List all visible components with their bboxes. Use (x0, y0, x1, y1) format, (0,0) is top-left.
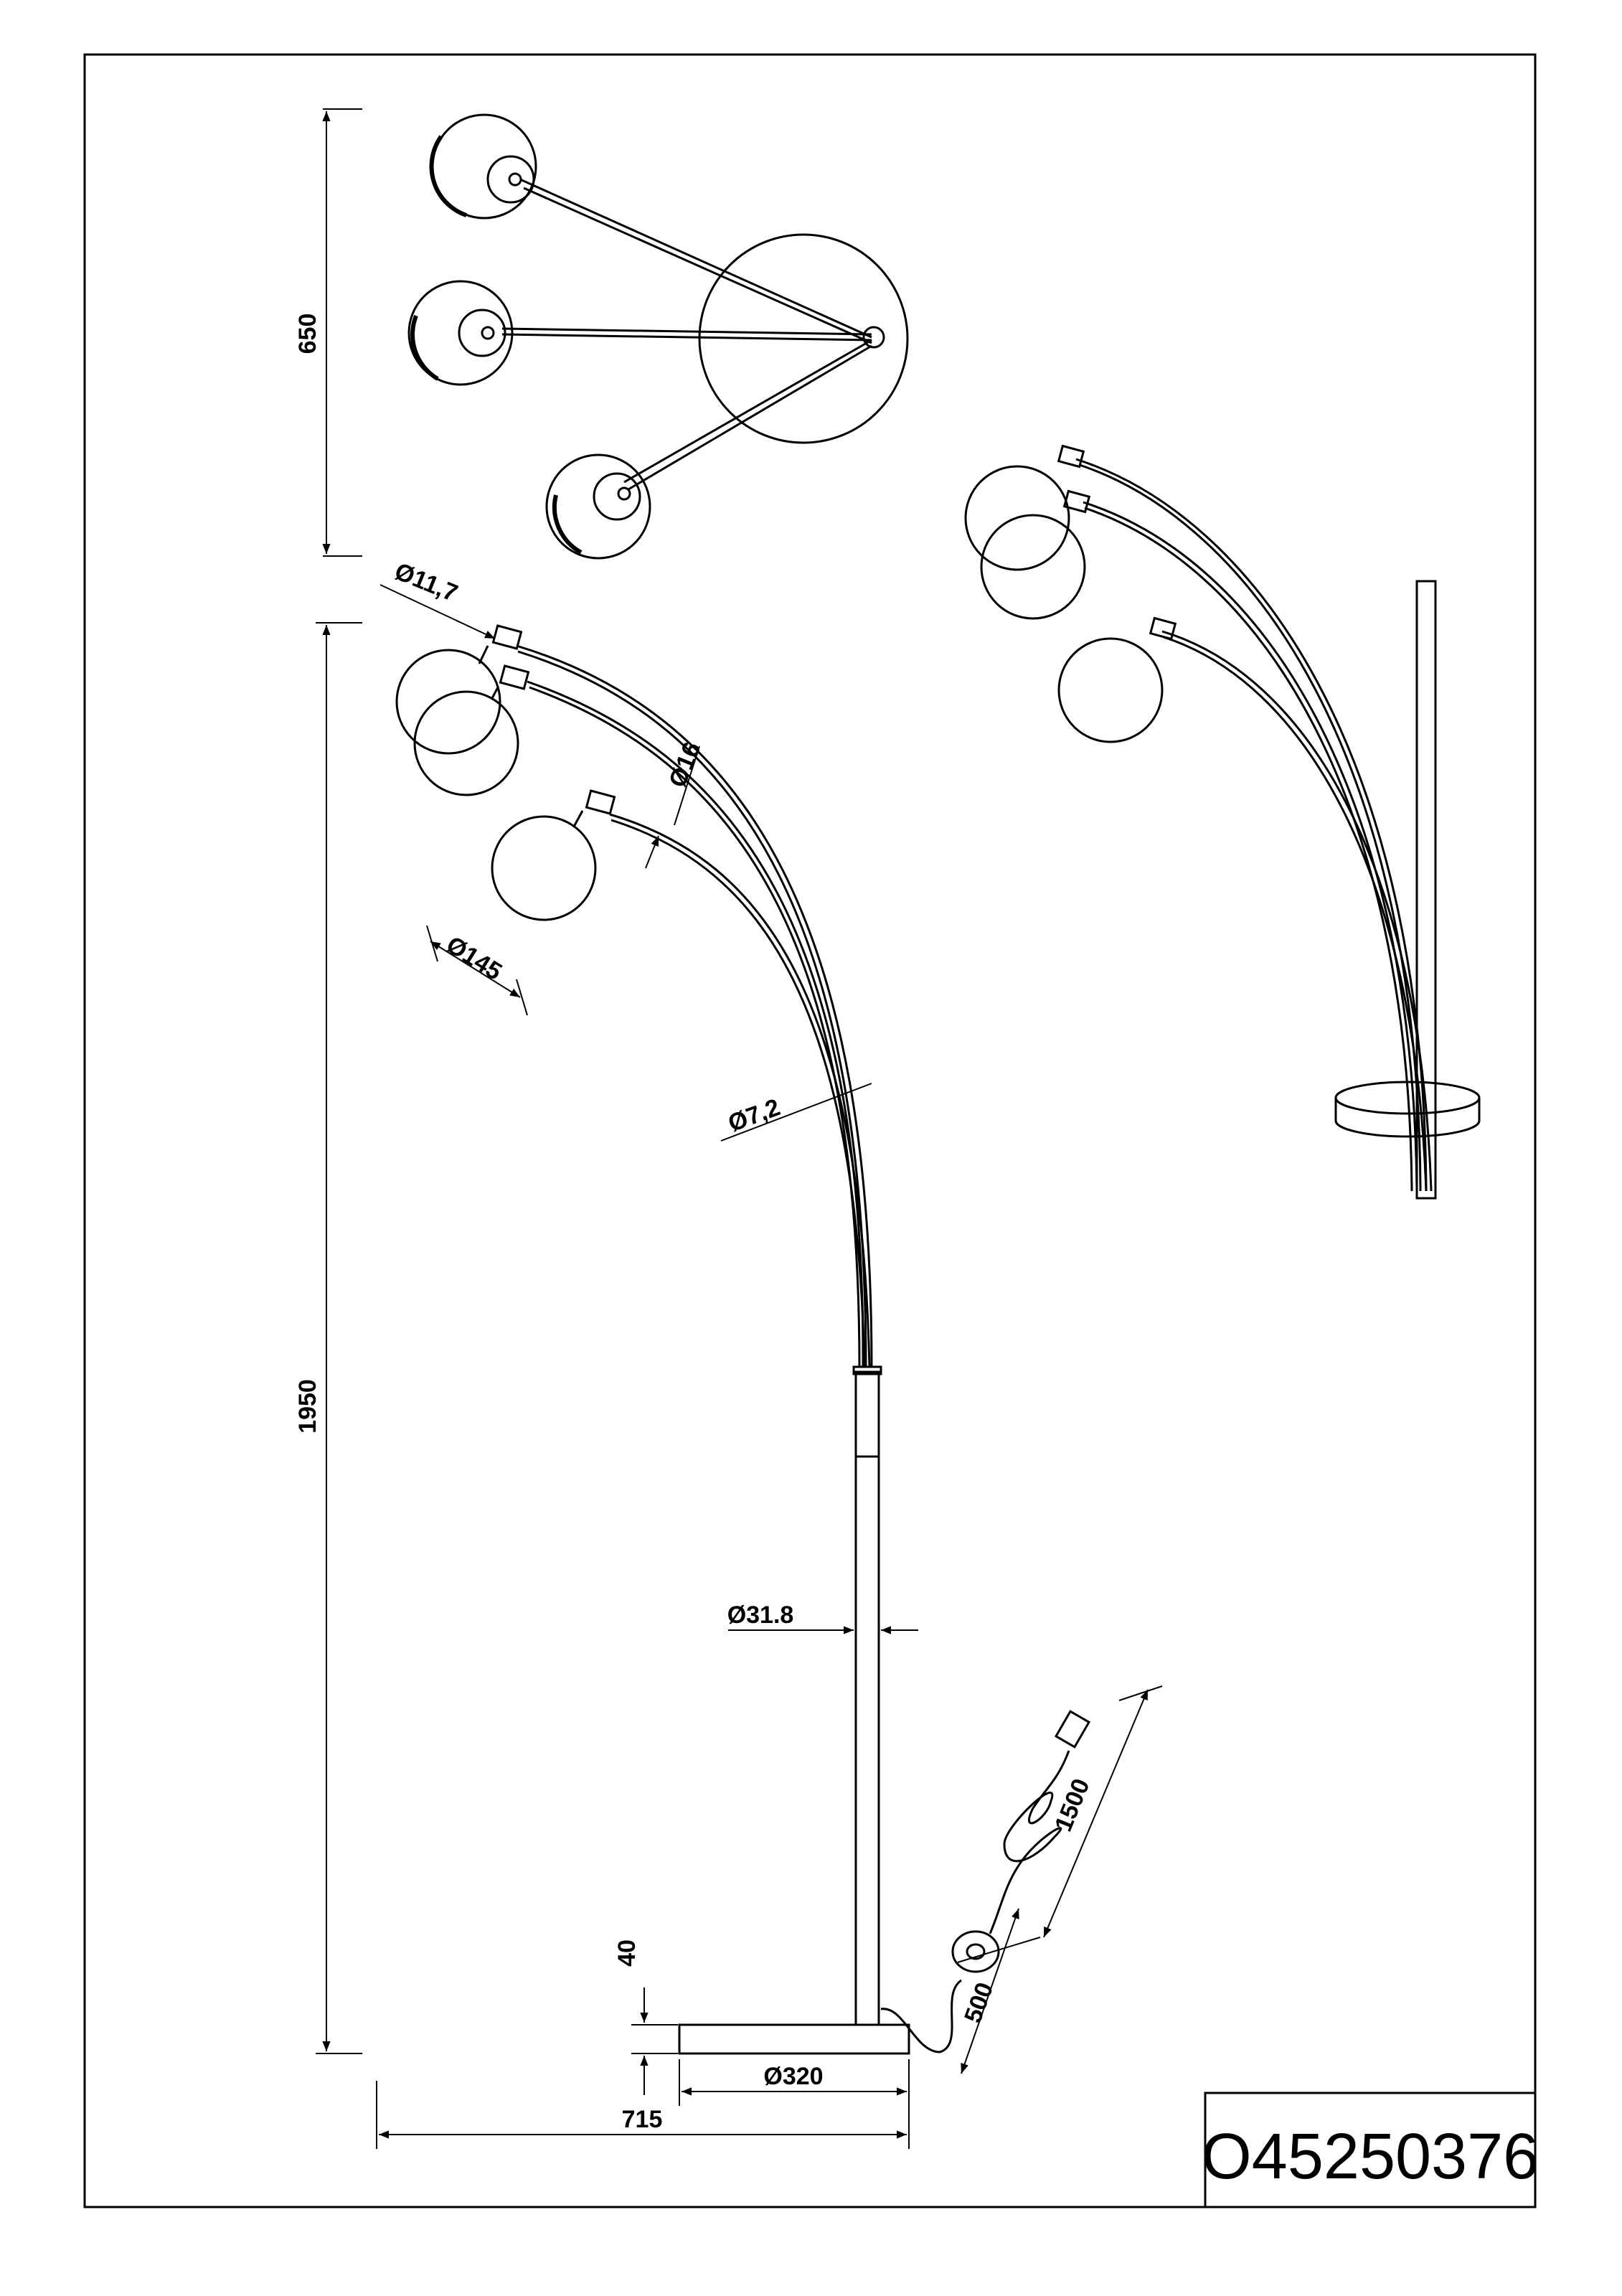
dim-switch-to-plug: 1500 (1050, 1775, 1095, 1835)
side-shade-3 (1057, 637, 1164, 743)
dim-total-width: 715 (622, 2106, 663, 2133)
pole (854, 1370, 880, 2026)
dim-shade-diameter: Ø145 (441, 931, 506, 986)
arm-3 (609, 813, 871, 1368)
shade-top-view-3 (545, 453, 651, 560)
dimension-lines (316, 108, 1163, 2149)
front-view (395, 624, 1091, 2055)
dim-base-height: 40 (613, 1939, 641, 1967)
shade-2 (413, 690, 519, 796)
side-pole (1415, 580, 1437, 1200)
dim-total-height: 1950 (294, 1379, 321, 1434)
shade-3 (491, 815, 597, 921)
drawing-frame (83, 53, 1537, 2208)
side-shade-1 (964, 465, 1070, 571)
dim-arm-diameter: Ø16 (664, 738, 706, 791)
base (678, 2023, 910, 2055)
power-cable (880, 1979, 962, 2053)
plug (1054, 1710, 1091, 1749)
dim-lower-arm-diameter: Ø7,2 (725, 1093, 783, 1137)
arm-1 (516, 644, 873, 1368)
dim-arm-tip-diameter: Ø11,7 (391, 557, 461, 607)
arm-2 (527, 680, 864, 1368)
shade-top-view-2 (407, 280, 514, 386)
dim-top-view-depth: 650 (294, 314, 321, 354)
dim-pole-diameter: Ø31.8 (727, 1601, 794, 1629)
product-code: O45250376 (1202, 2121, 1539, 2193)
base-outline-top-view (698, 233, 909, 444)
side-shade-2 (980, 514, 1086, 620)
dim-cable-to-switch: 500 (959, 1979, 999, 2026)
top-view (407, 113, 909, 560)
title-block: O45250376 (1202, 2092, 1539, 2208)
shade-1 (395, 649, 501, 755)
side-view (964, 444, 1481, 1200)
dim-base-diameter: Ø320 (763, 2063, 823, 2090)
